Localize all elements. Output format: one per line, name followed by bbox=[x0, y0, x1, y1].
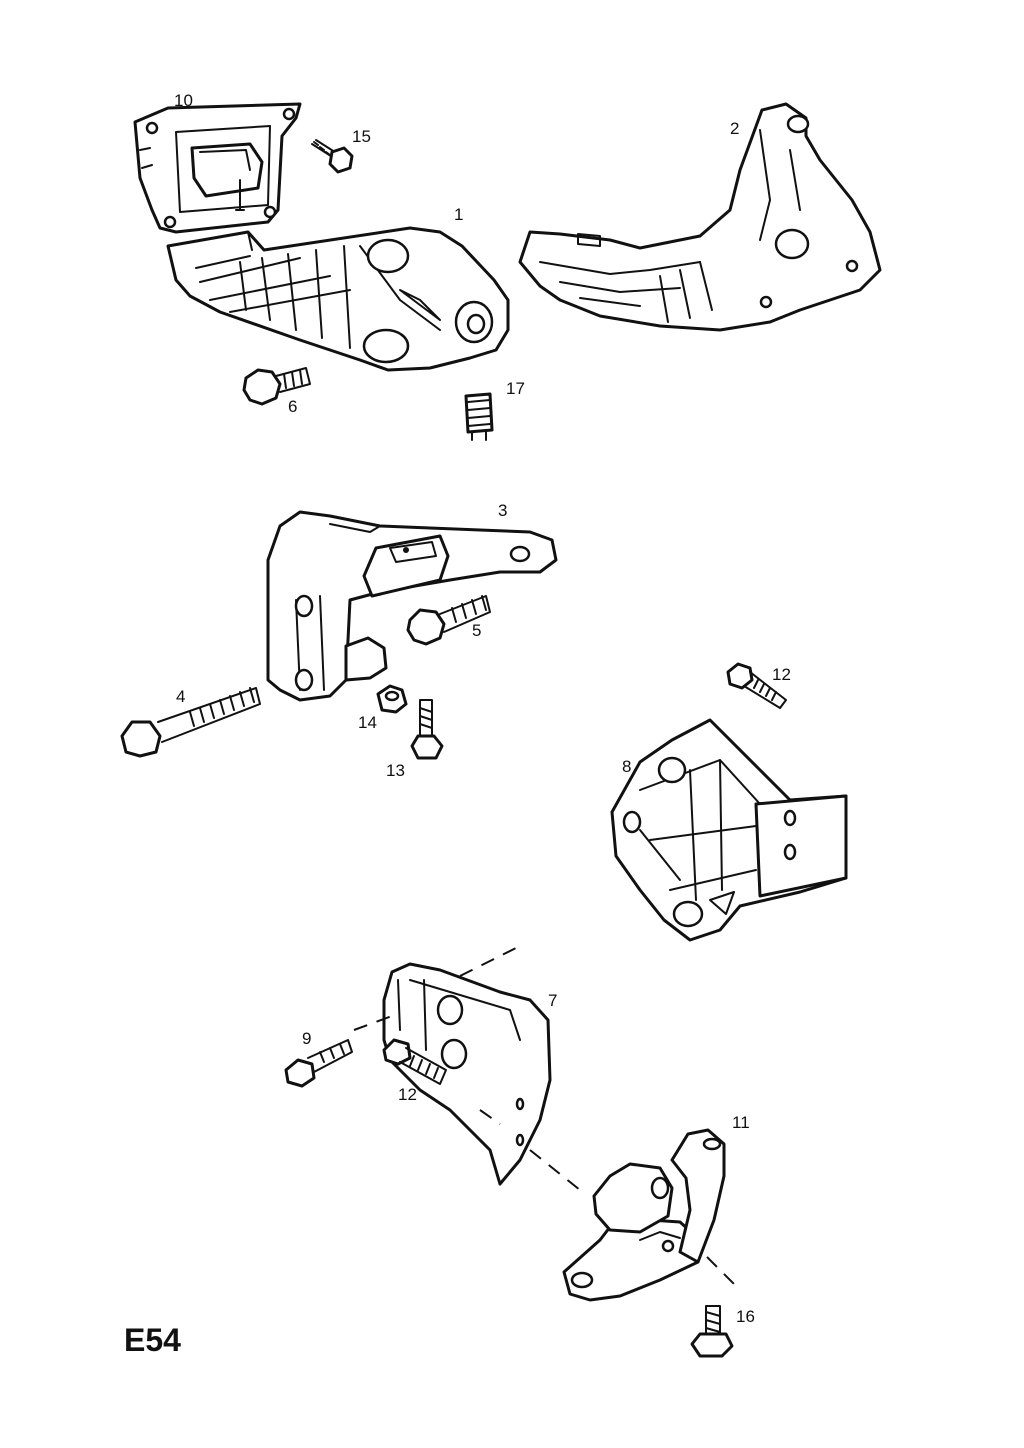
callout-10: 10 bbox=[174, 91, 193, 110]
callout-5: 5 bbox=[472, 621, 482, 640]
part-9-bolt-drawing bbox=[284, 1039, 353, 1088]
part-4-bolt-drawing bbox=[120, 687, 261, 758]
part-11-mount-drawing bbox=[529, 1128, 741, 1302]
part-6-bolt-drawing bbox=[242, 367, 311, 406]
callout-6: 6 bbox=[288, 397, 298, 416]
page-code-label: E54 bbox=[124, 1322, 181, 1358]
callout-15: 15 bbox=[352, 127, 371, 146]
callout-16: 16 bbox=[736, 1307, 755, 1326]
part-14-nut-drawing bbox=[376, 684, 408, 714]
part-13-bolt-drawing bbox=[410, 699, 444, 760]
part-7-bracket-drawing bbox=[353, 947, 552, 1186]
callout-11: 11 bbox=[732, 1113, 750, 1132]
callout-17: 17 bbox=[506, 379, 525, 398]
part-3-bracket-drawing bbox=[266, 510, 558, 702]
part-12-bolt-upper-drawing bbox=[726, 662, 787, 709]
part-5-bolt-drawing bbox=[406, 595, 491, 646]
callout-4: 4 bbox=[176, 687, 186, 706]
callout-9: 9 bbox=[302, 1029, 312, 1048]
callout-12-lower: 12 bbox=[398, 1085, 417, 1104]
callout-8: 8 bbox=[622, 757, 632, 776]
part-8-bracket-drawing bbox=[610, 718, 848, 942]
callout-3: 3 bbox=[498, 501, 508, 520]
callout-2: 2 bbox=[730, 119, 740, 138]
callout-14: 14 bbox=[358, 713, 377, 732]
part-2-bracket-drawing bbox=[518, 102, 882, 332]
part-1-bracket-drawing bbox=[166, 226, 510, 372]
part-12-bolt-lower-drawing bbox=[382, 1038, 447, 1085]
part-17-insert-drawing bbox=[464, 392, 494, 441]
part-10-mount-drawing bbox=[133, 102, 302, 234]
callout-12-upper: 12 bbox=[772, 665, 791, 684]
part-16-bolt-drawing bbox=[690, 1305, 734, 1358]
callout-1: 1 bbox=[454, 205, 464, 224]
callout-13: 13 bbox=[386, 761, 405, 780]
part-15-bolt-drawing bbox=[311, 139, 354, 174]
callout-7: 7 bbox=[548, 991, 558, 1010]
